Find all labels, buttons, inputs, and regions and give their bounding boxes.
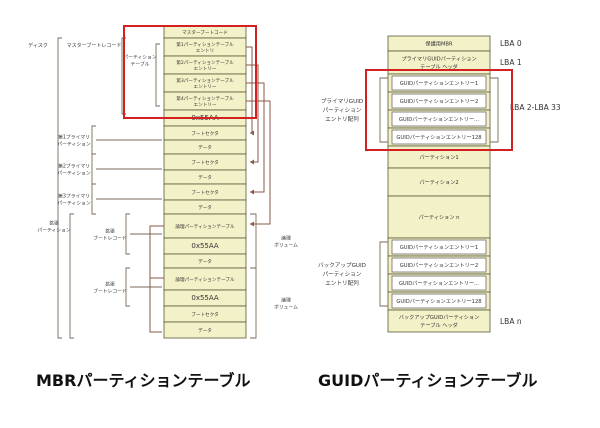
arrow-head-icon [250, 221, 254, 227]
mbr-cell-label: 0x55AA [191, 242, 218, 250]
mbr-cell-label: ブートセクタ [191, 130, 218, 137]
guid-entry-box [391, 239, 487, 255]
guid-diagram: 保護用MBR プライマリGUIDパーティションテーブル ヘッダ GUIDパーティショ… [318, 35, 561, 333]
lba-label: LBA 1 [500, 58, 522, 67]
guid-entry-box [391, 93, 487, 109]
mbr-cell-label: ブートセクタ [191, 189, 218, 196]
lba-label: LBA n [500, 317, 522, 326]
lba-range-brace [490, 77, 499, 143]
guid-cell-label: GUIDパーティションエントリー... [399, 280, 480, 287]
mbr-cell-label: 第1パーティションテーブルエントリ [176, 41, 234, 54]
mbr-caption: MBRパーティションテーブル [36, 371, 251, 390]
lba-label: LBA 2-LBA 33 [510, 103, 561, 112]
mbr-cell-label: データ [198, 327, 212, 334]
mbr-label: マスターブートレコード [67, 42, 122, 49]
mbr-cell-label: 第2パーティションテーブルエントリー [176, 59, 234, 72]
mbr-cell-label: 第3パーティションテーブルエントリー [176, 77, 234, 90]
guid-cell-label: バックアップGUIDパーティションテーブル ヘッダ [399, 314, 479, 329]
ebr-brace [125, 267, 130, 307]
guid-cell-label: GUIDパーティションエントリー2 [400, 98, 479, 105]
mbr-diagram: マスターブートコード第1パーティションテーブルエントリ第2パーティションテーブル… [28, 25, 298, 339]
primary-partition-label: 第3プライマリパーティション [57, 193, 90, 207]
ebr-label: 拡張ブートレコード [93, 281, 127, 295]
mbr-cell-label: マスターブートコード [182, 29, 228, 36]
mbr-cell-label: 第4パーティションテーブルエントリー [176, 95, 234, 108]
guid-cell-label: GUIDパーティションエントリー2 [400, 262, 479, 269]
guid-highlight-box [365, 69, 513, 151]
mbr-highlight-box [123, 25, 257, 119]
mbr-cell-label: 論理パーティションテーブル [175, 276, 235, 283]
mbr-cell-label: データ [198, 144, 212, 151]
mbr-cell [163, 321, 247, 339]
guid-cell-label: パーティション2 [419, 179, 458, 186]
guid-cell-label: GUIDパーティションエントリー1 [400, 244, 479, 251]
logical-volume-brace [250, 213, 257, 269]
guid-cell-label: パーティション1 [419, 154, 458, 161]
guid-cell-label: プライマリGUIDパーティションテーブル ヘッダ [401, 55, 476, 70]
guid-cell-label: パーティション n [419, 214, 460, 221]
guid-entry-box [391, 275, 487, 291]
guid-entry-box [391, 75, 487, 91]
guid-cell-label: 保護用MBR [425, 39, 453, 47]
mbr-cell-label: 0x55AA [191, 294, 218, 302]
primary-partition-brace [91, 183, 96, 215]
mbr-cell-label: データ [198, 258, 212, 265]
arrow-head-icon [250, 189, 254, 195]
ebr-label: 拡張ブートレコード [93, 228, 127, 242]
partition-entry-arrow [246, 100, 271, 225]
primary-partition-label: 第1プライマリパーティション [57, 134, 90, 148]
mbr-cell-label: データ [198, 204, 212, 211]
arrow-head-icon [250, 130, 254, 136]
guid-entry-box [391, 111, 487, 127]
mbr-cell-label: ブートセクタ [191, 311, 218, 318]
backup-array-brace [379, 241, 388, 307]
logical-volume-label: 論理ボリューム [274, 235, 298, 249]
guid-cell [387, 309, 491, 333]
primary-partition-label: 第2プライマリパーティション [57, 163, 90, 177]
ebr-chain-arrow [149, 277, 164, 333]
partition-table-label: パーティションテーブル [123, 55, 156, 68]
guid-entry-box [391, 257, 487, 273]
primary-array-brace [379, 77, 388, 143]
guid-cell-label: GUIDパーティションエントリー... [399, 116, 480, 123]
logical-volume-brace [250, 267, 257, 339]
mbr-cell-label: データ [198, 174, 212, 181]
guid-entry-box [391, 129, 487, 145]
guid-caption: GUIDパーティションテーブル [318, 371, 537, 390]
partition-table-brace [155, 43, 160, 107]
partition-entry-arrow [246, 46, 253, 134]
mbr-cell-label: 論理パーティションテーブル [175, 223, 235, 230]
guid-cell-label: GUIDパーティションエントリー128 [396, 134, 481, 141]
primary-partition-brace [91, 125, 96, 155]
ebr-brace [125, 213, 130, 255]
guid-cell [387, 167, 491, 197]
extended-partition-brace [69, 213, 74, 339]
arrow-head-icon [250, 159, 254, 165]
disk-label: ディスク [28, 42, 48, 49]
guid-cell-label: GUIDパーティションエントリー128 [396, 298, 481, 305]
guid-entry-box [391, 293, 487, 309]
mbr-cell-label: ブートセクタ [191, 159, 218, 166]
guid-cell-label: GUIDパーティションエントリー1 [400, 80, 479, 87]
lba-label: LBA 0 [500, 39, 522, 48]
disk-brace [57, 37, 62, 339]
extended-partition-label: 拡張パーティション [37, 220, 70, 234]
guid-cell [387, 195, 491, 239]
primary-partition-brace [91, 153, 96, 185]
mbr-cell [163, 213, 247, 239]
logical-volume-label: 論理ボリューム [274, 297, 298, 311]
